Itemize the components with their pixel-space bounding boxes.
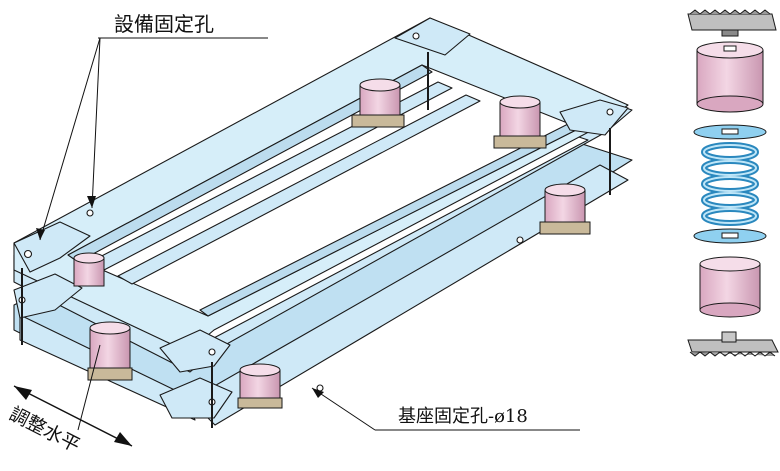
label-adjust-level: 調整水平 — [6, 403, 84, 457]
serrated-base-pad — [687, 331, 779, 357]
isolator-back-right — [493, 95, 547, 149]
top-frame — [13, 17, 629, 353]
coil-spring — [701, 142, 759, 226]
isolator-left — [73, 252, 105, 287]
isolator-front-right — [237, 363, 283, 409]
frame-assembly — [13, 17, 633, 428]
mounting-holes — [18, 32, 614, 406]
serrated-top-pad — [687, 9, 777, 37]
corner-brackets — [13, 17, 629, 419]
annotation-equipment-holes: 設備固定孔 — [36, 12, 268, 241]
isolator-mid-right — [539, 183, 591, 235]
upper-rubber-cup — [696, 41, 764, 113]
label-base-holes: 基座固定孔-ø18 — [398, 406, 528, 427]
label-equipment-holes: 設備固定孔 — [114, 12, 214, 36]
annotation-base-holes: 基座固定孔-ø18 — [311, 387, 580, 431]
leveling-bolts — [21, 52, 611, 428]
isolator-back-left — [351, 78, 405, 128]
washer-top — [693, 124, 767, 140]
isolator-front-left — [87, 321, 133, 381]
installed-isolators — [73, 78, 591, 409]
exploded-isolator — [687, 9, 779, 357]
lower-rubber-cup — [699, 256, 761, 318]
washer-bottom — [693, 228, 767, 244]
